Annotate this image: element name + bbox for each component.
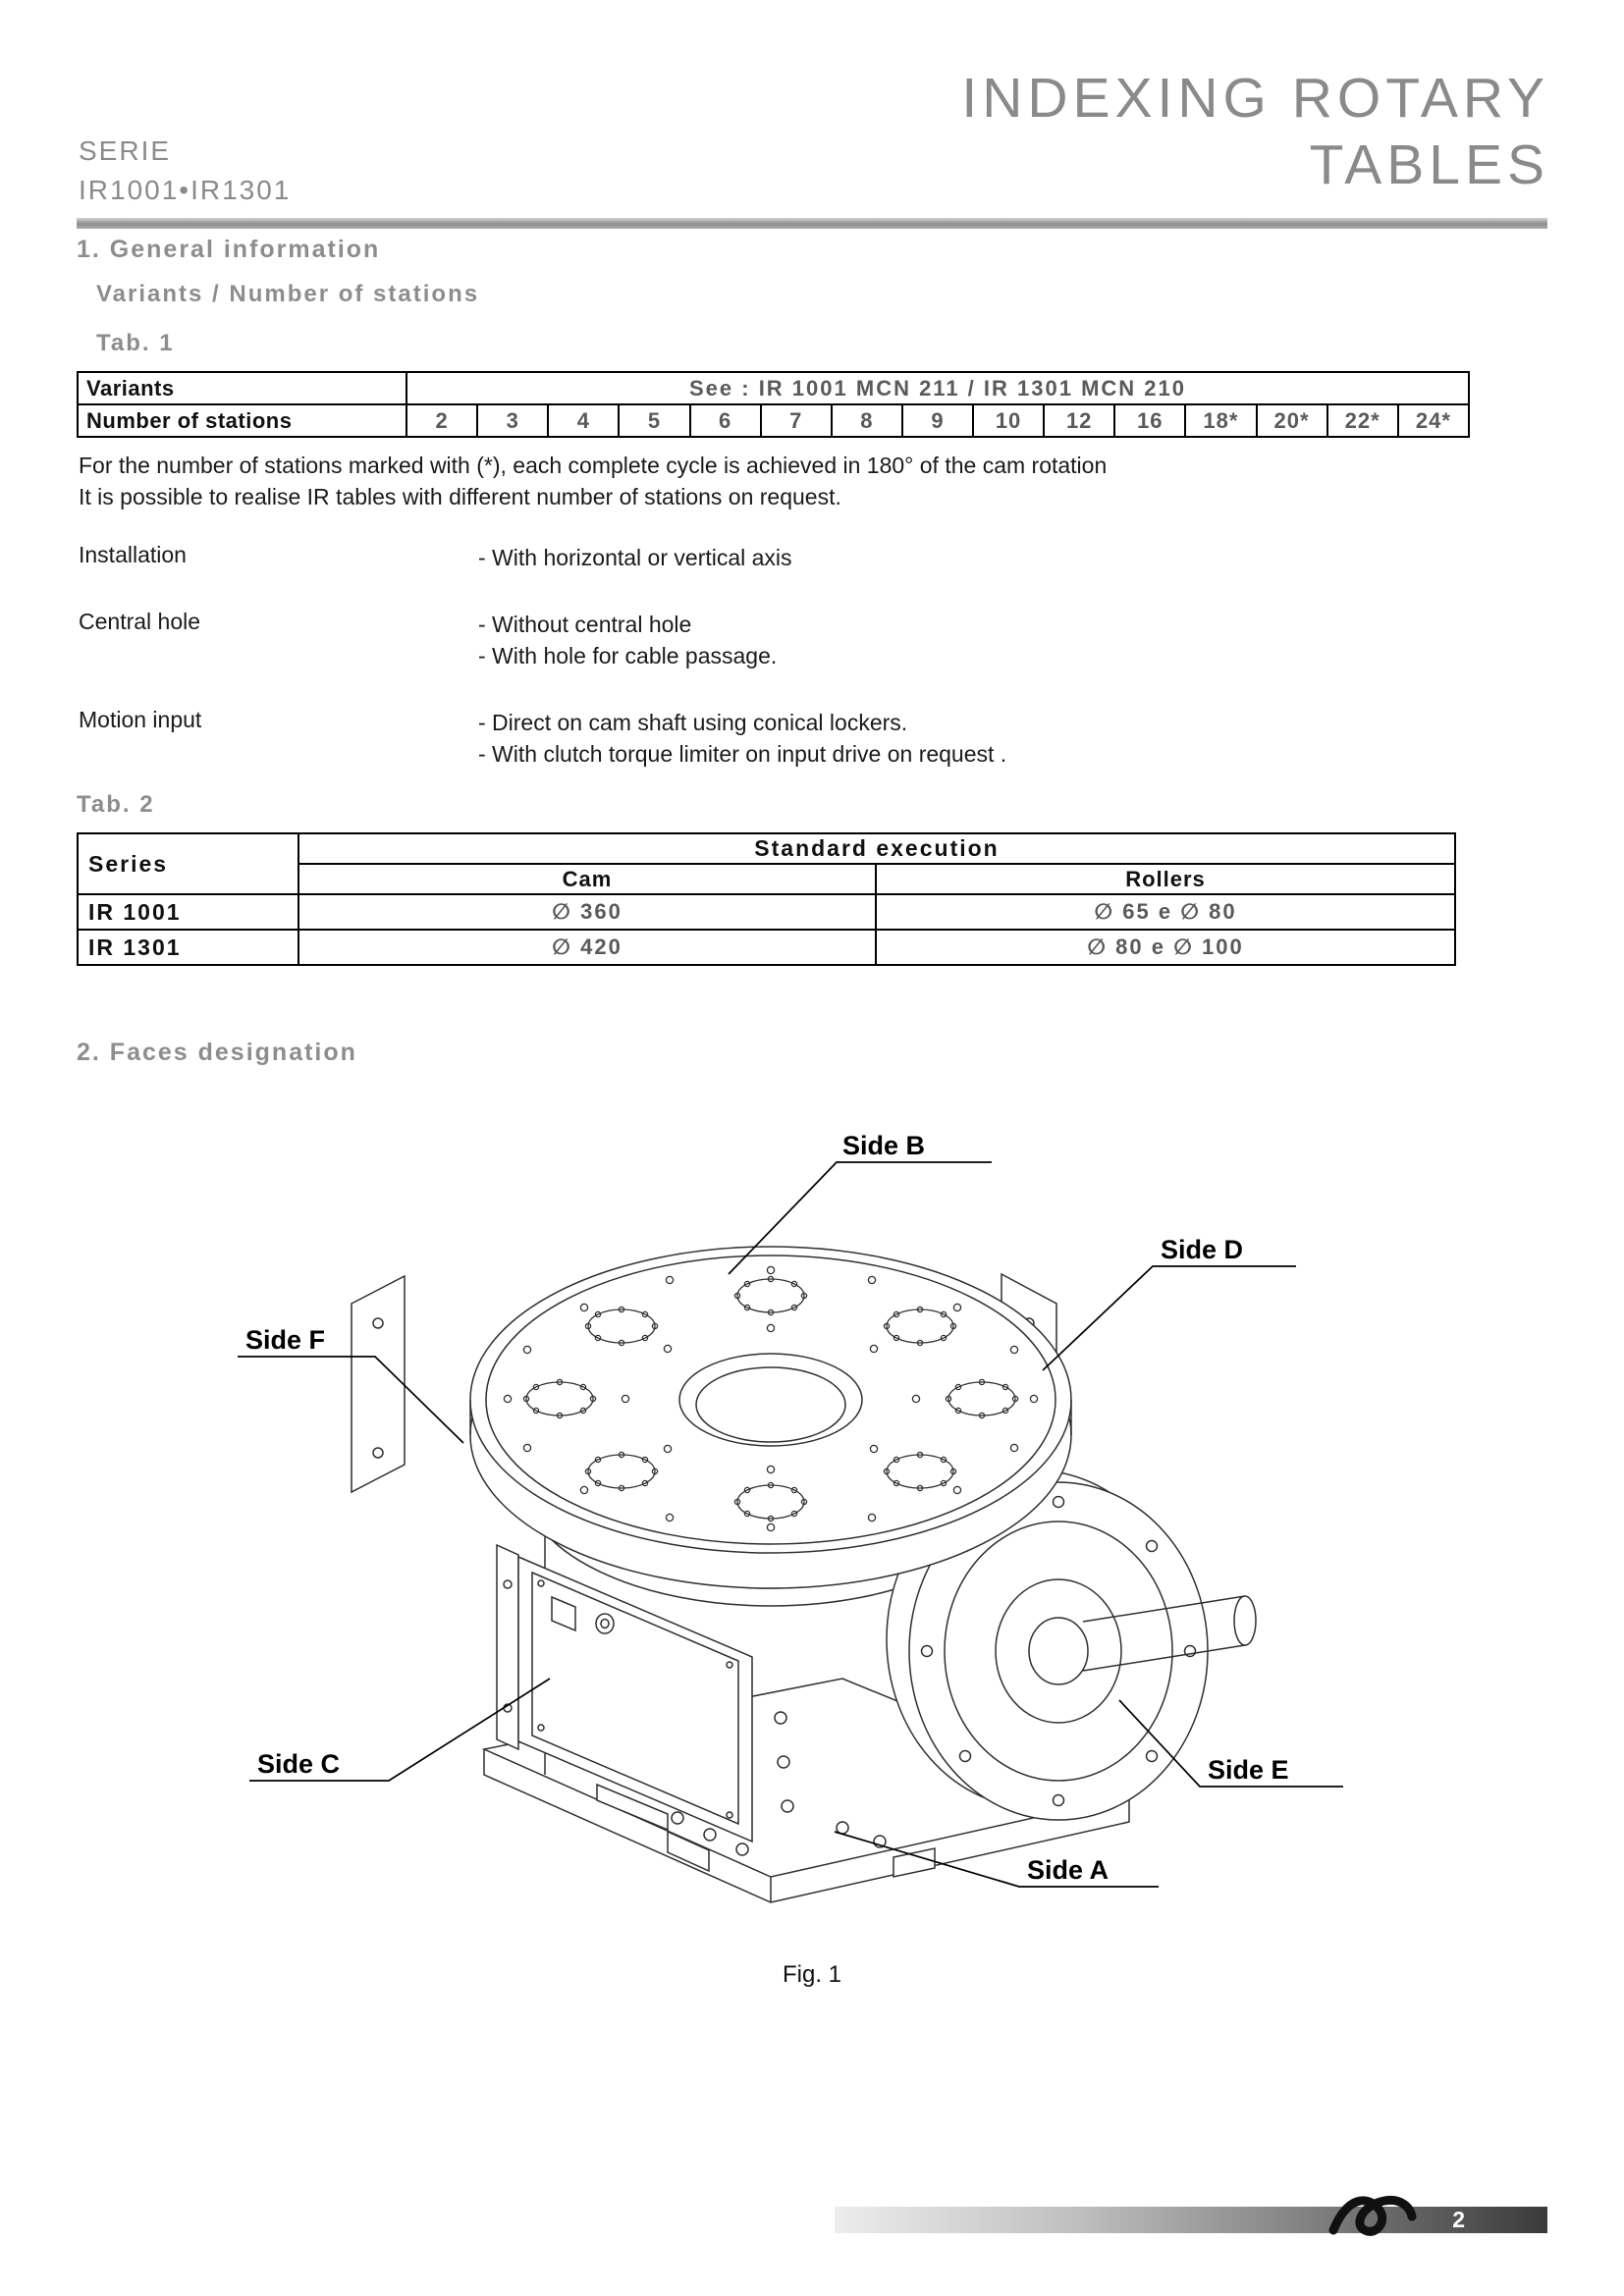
cam-cell: ∅ 420 <box>298 929 877 966</box>
table-row: Number of stations 2 3 4 5 6 7 8 9 10 12… <box>77 403 1471 438</box>
station-cell: 3 <box>476 403 550 438</box>
spec-label: Motion input <box>79 707 202 732</box>
note-line-1: For the number of stations marked with (… <box>79 453 1108 478</box>
cam-header: Cam <box>298 863 877 895</box>
variants-row-label: Variants <box>77 371 407 405</box>
side-a-label: Side A <box>1027 1855 1109 1885</box>
station-cell: 2 <box>405 403 479 438</box>
rollers-cell: ∅ 80 e ∅ 100 <box>875 929 1456 966</box>
station-cell: 24* <box>1396 403 1471 438</box>
side-c-label: Side C <box>257 1749 340 1779</box>
machine-body <box>351 1246 1257 1903</box>
document-title-line2: TABLES <box>1309 133 1549 197</box>
station-cell: 5 <box>618 403 691 438</box>
station-cell: 8 <box>830 403 903 438</box>
spec-list: Installation - With horizontal or vertic… <box>79 542 1006 770</box>
stations-row-label: Number of stations <box>77 403 407 438</box>
spec-row-motion-input: Motion input - Direct on cam shaft using… <box>79 707 1006 770</box>
header-rule <box>77 218 1547 229</box>
page-number: 2 <box>1452 2207 1465 2232</box>
spec-value-line: - Without central hole <box>478 612 692 637</box>
spec-value-line: - With hole for cable passage. <box>478 643 778 668</box>
rotary-table-figure: Side B Side D Side F Side C Side E Side … <box>238 1131 1343 1903</box>
table-row: Variants See : IR 1001 MCN 211 / IR 1301… <box>77 371 1470 405</box>
side-d-label: Side D <box>1161 1235 1243 1264</box>
standard-execution-header: Standard execution <box>298 832 1456 865</box>
side-f-plate <box>351 1274 406 1494</box>
station-cell: 20* <box>1255 403 1328 438</box>
section-1-heading: 1. General information <box>77 236 381 263</box>
document-title-line1: INDEXING ROTARY <box>961 67 1549 130</box>
rollers-cell: ∅ 65 e ∅ 80 <box>875 893 1456 931</box>
table-row: Series Standard execution <box>77 832 1456 895</box>
series-header: Series <box>77 832 299 895</box>
table-row: Cam Rollers <box>78 863 1456 895</box>
series-value: IR1001•IR1301 <box>79 175 292 205</box>
standard-execution-table: Series Standard execution Cam Rollers IR… <box>77 832 1456 966</box>
spec-row-installation: Installation - With horizontal or vertic… <box>79 542 1006 573</box>
variants-subheading: Variants / Number of stations <box>96 281 480 307</box>
station-cell: 7 <box>759 403 833 438</box>
face-labels: Side B Side D Side F Side C Side E Side … <box>245 1131 1289 1885</box>
series-cell: IR 1001 <box>77 893 299 931</box>
side-b-label: Side B <box>842 1131 925 1160</box>
output-shaft <box>1082 1595 1246 1623</box>
variants-row-value: See : IR 1001 MCN 211 / IR 1301 MCN 210 <box>406 371 1470 405</box>
spec-value-line: - Direct on cam shaft using conical lock… <box>478 710 908 735</box>
series-block: SERIE IR1001•IR1301 <box>79 135 291 206</box>
side-c-panel <box>517 1555 753 1843</box>
tab1-label: Tab. 1 <box>96 330 175 356</box>
table-row: IR 1001 ∅ 360 ∅ 65 e ∅ 80 <box>77 893 1456 931</box>
station-cell: 9 <box>900 403 975 438</box>
rollers-header: Rollers <box>875 863 1456 895</box>
spec-row-central-hole: Central hole - Without central hole - Wi… <box>79 609 1006 671</box>
spec-value-line: - With clutch torque limiter on input dr… <box>478 741 1007 767</box>
figure-caption: Fig. 1 <box>782 1961 842 1988</box>
station-cell: 12 <box>1043 403 1116 438</box>
table-top-face <box>469 1246 1072 1554</box>
section-2-heading: 2. Faces designation <box>77 1039 357 1066</box>
cam-cell: ∅ 360 <box>298 893 877 931</box>
side-f-label: Side F <box>245 1325 325 1355</box>
station-cell: 6 <box>688 403 762 438</box>
stations-note: For the number of stations marked with (… <box>79 450 1107 512</box>
station-cell: 4 <box>547 403 621 438</box>
tab2-label: Tab. 2 <box>77 791 155 818</box>
central-hole <box>678 1353 863 1447</box>
station-cell: 16 <box>1113 403 1187 438</box>
series-cell: IR 1301 <box>77 929 299 966</box>
side-e-label: Side E <box>1208 1755 1289 1785</box>
spec-label: Central hole <box>79 609 201 634</box>
footer-bar: 2 <box>835 2195 1547 2236</box>
station-cell: 10 <box>971 403 1046 438</box>
series-label: SERIE <box>79 135 172 166</box>
note-line-2: It is possible to realise IR tables with… <box>79 484 841 509</box>
spec-label: Installation <box>79 542 187 567</box>
station-cell: 22* <box>1326 403 1399 438</box>
brand-logo-icon <box>1328 2195 1417 2236</box>
table-row: IR 1301 ∅ 420 ∅ 80 e ∅ 100 <box>77 929 1456 966</box>
spec-value-line: - With horizontal or vertical axis <box>478 545 792 570</box>
leader-lines <box>238 1161 1343 1888</box>
document-title: INDEXING ROTARY TABLES <box>961 65 1549 199</box>
station-cell: 18* <box>1184 403 1258 438</box>
stations-table: Variants See : IR 1001 MCN 211 / IR 1301… <box>77 371 1471 438</box>
